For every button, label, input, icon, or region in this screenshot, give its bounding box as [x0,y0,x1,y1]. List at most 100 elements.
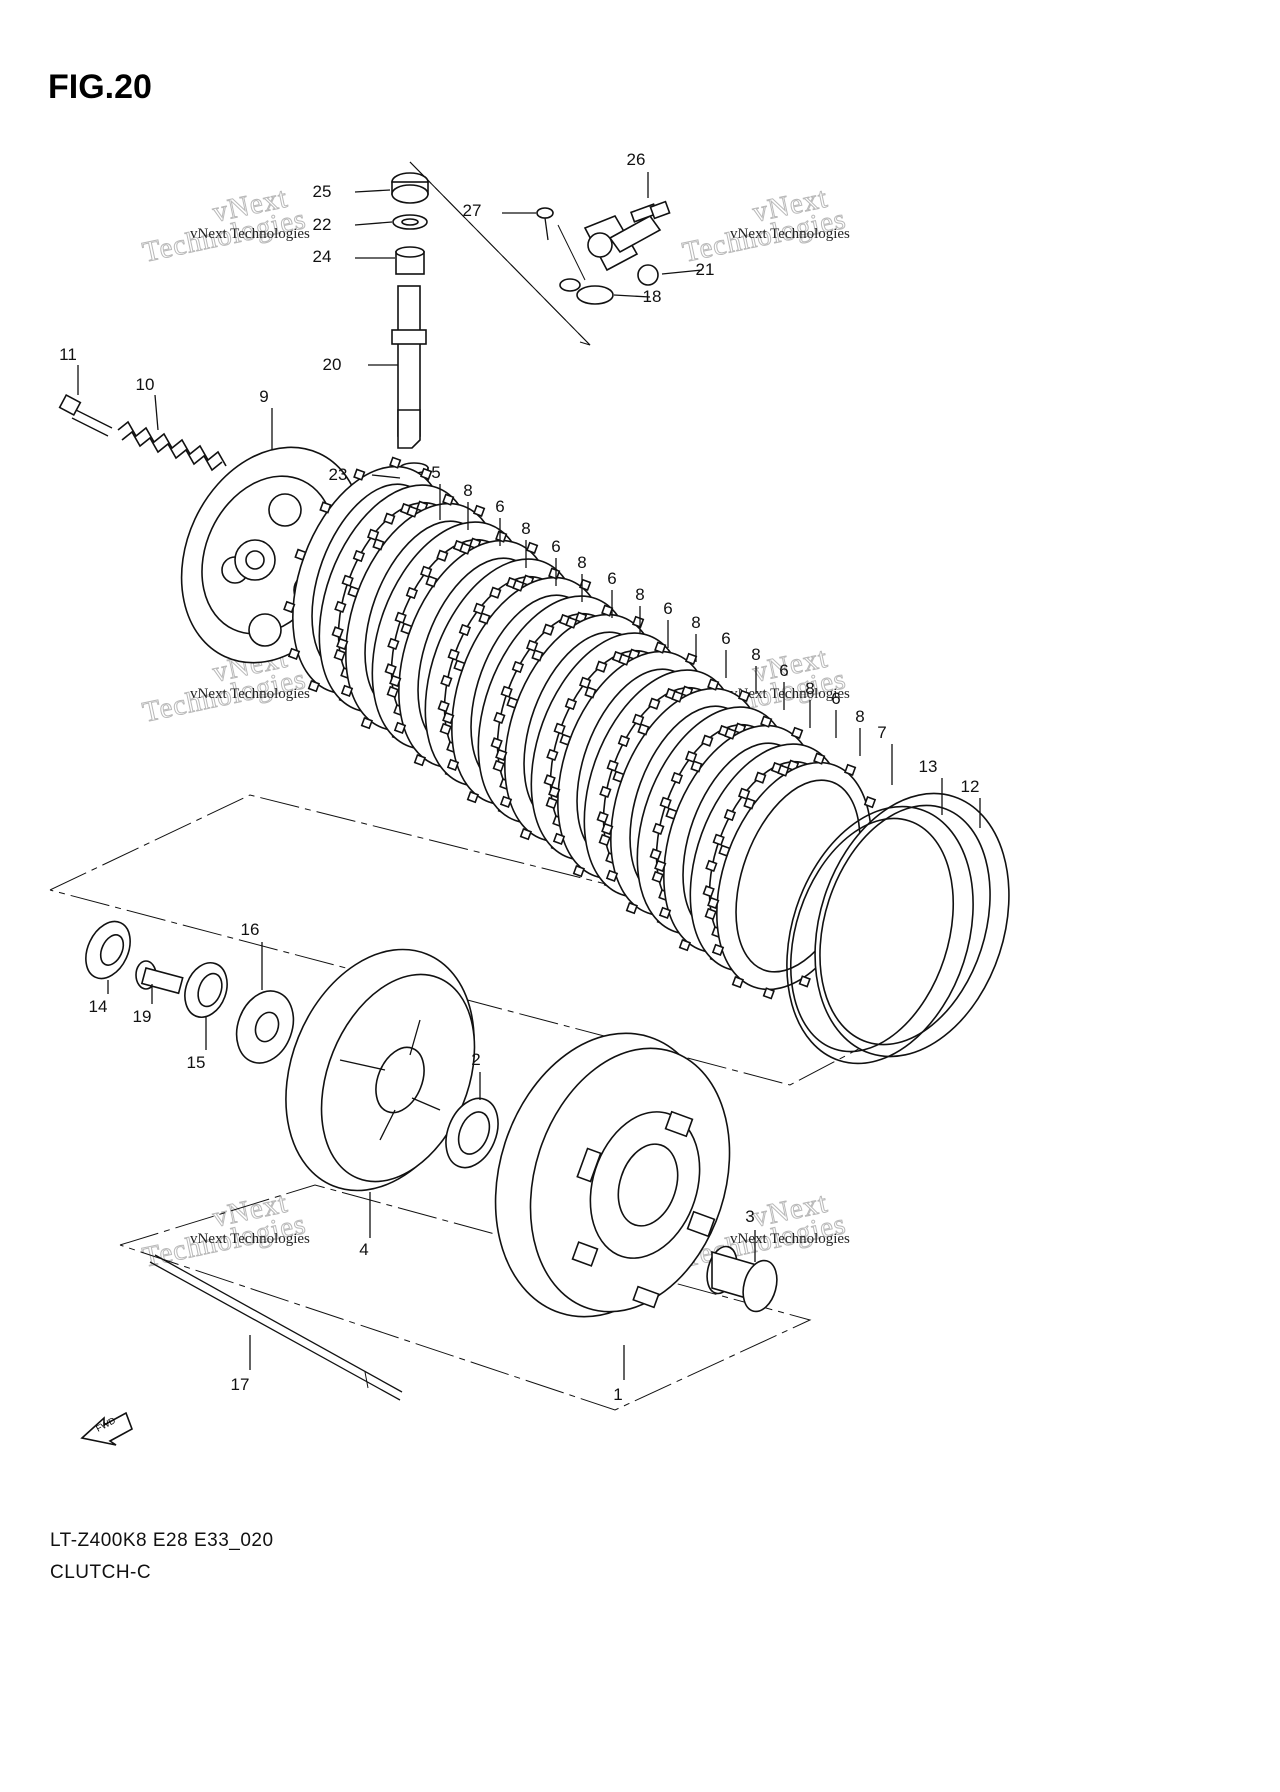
callout-22: 22 [313,215,393,234]
callout-label: 3 [745,1207,754,1226]
callout-6: 6 [551,537,561,586]
callout-label: 12 [961,777,980,796]
callout-16: 16 [241,920,263,990]
callout-label: 18 [643,287,662,306]
callout-labels: 2522242023272621181110951312714191516423… [59,150,981,1404]
callout-23: 23 [329,465,401,484]
callout-label: 6 [721,629,730,648]
group-name: CLUTCH-C [50,1562,152,1583]
callout-5: 5 [431,463,441,520]
callout-label: 23 [329,465,348,484]
primary-driven-gear [494,1032,731,1318]
callout-13: 13 [919,757,943,815]
callout-label: 16 [241,920,260,939]
watermark-text: vNext Technologies [730,226,850,242]
callout-2: 2 [471,1050,481,1100]
callout-4: 4 [359,1192,371,1259]
forward-arrow-icon: FWD [80,1411,133,1446]
callout-label: 15 [187,1053,206,1072]
callout-6: 6 [779,661,789,710]
callout-8: 8 [635,585,645,634]
callout-15: 15 [187,1016,207,1072]
callout-label: 14 [89,997,108,1016]
callout-11: 11 [59,345,79,395]
callout-27: 27 [463,201,536,220]
callout-label: 2 [471,1050,480,1069]
callout-8: 8 [463,481,473,530]
callout-label: 8 [577,553,586,572]
callout-label: 1 [613,1385,622,1404]
callout-label: 17 [231,1375,250,1394]
callout-14: 14 [89,980,109,1016]
thrust-washer [445,1097,499,1169]
callout-6: 6 [495,497,505,546]
spacer [706,1245,778,1313]
clutch-sleeve-hub [285,948,476,1192]
watermark-text: vNext Technologies [190,226,310,242]
clutch-plate-stack [283,456,881,1000]
callout-6: 6 [721,629,731,678]
spring-bolt [58,393,113,437]
callout-25: 25 [313,182,391,201]
assembly-outline [49,161,992,1411]
callout-label: 6 [607,569,616,588]
figure-title: FIG.20 [48,68,152,106]
watermark-text: vNext Technologies [190,1231,310,1247]
callout-label: 24 [313,247,332,266]
callout-label: 21 [696,260,715,279]
callout-8: 8 [751,645,761,694]
callout-label: 6 [495,497,504,516]
callout-8: 8 [855,707,865,756]
sleeve-hub-ring [786,792,1010,1065]
callout-12: 12 [961,777,981,828]
push-rod [149,1254,403,1401]
callout-18: 18 [613,287,662,306]
watermark-text: vNext Technologies [730,1231,850,1247]
callout-6: 6 [831,689,841,738]
callout-6: 6 [663,599,673,648]
callout-6: 6 [607,569,617,618]
callout-label: 11 [59,345,77,364]
callout-label: 4 [359,1240,368,1259]
callout-8: 8 [577,553,587,602]
callout-label: 26 [627,150,646,169]
callout-label: 10 [136,375,155,394]
clutch-spring [117,420,227,472]
callout-label: 6 [779,661,788,680]
callout-3: 3 [745,1207,756,1262]
callout-label: 8 [691,613,700,632]
callout-21: 21 [661,260,715,279]
callout-17: 17 [231,1335,251,1394]
callout-label: 9 [259,387,268,406]
callout-label: 5 [431,463,440,482]
callout-label: 8 [521,519,530,538]
callout-label: 25 [313,182,332,201]
callout-label: 8 [635,585,644,604]
callout-26: 26 [627,150,649,198]
callout-label: 8 [805,679,814,698]
watermark-text: vNext Technologies [190,686,310,702]
callout-label: 8 [855,707,864,726]
callout-label: 8 [751,645,760,664]
callout-label: 7 [877,723,886,742]
callout-label: 13 [919,757,938,776]
callout-label: 20 [323,355,342,374]
callout-24: 24 [313,247,395,266]
release-arm-assembly [536,200,671,305]
callout-label: 19 [133,1007,152,1026]
callout-8: 8 [805,679,815,728]
callout-label: 22 [313,215,332,234]
callout-10: 10 [136,375,159,431]
callout-label: 27 [463,201,482,220]
callout-1: 1 [613,1345,625,1404]
callout-8: 8 [691,613,701,662]
callout-label: 8 [463,481,472,500]
callout-8: 8 [521,519,531,568]
release-shaft-assembly [391,172,429,493]
watermark-text: vNext Technologies [730,686,850,702]
callout-19: 19 [133,984,153,1026]
model-code: LT-Z400K8 E28 E33_020 [50,1530,274,1551]
